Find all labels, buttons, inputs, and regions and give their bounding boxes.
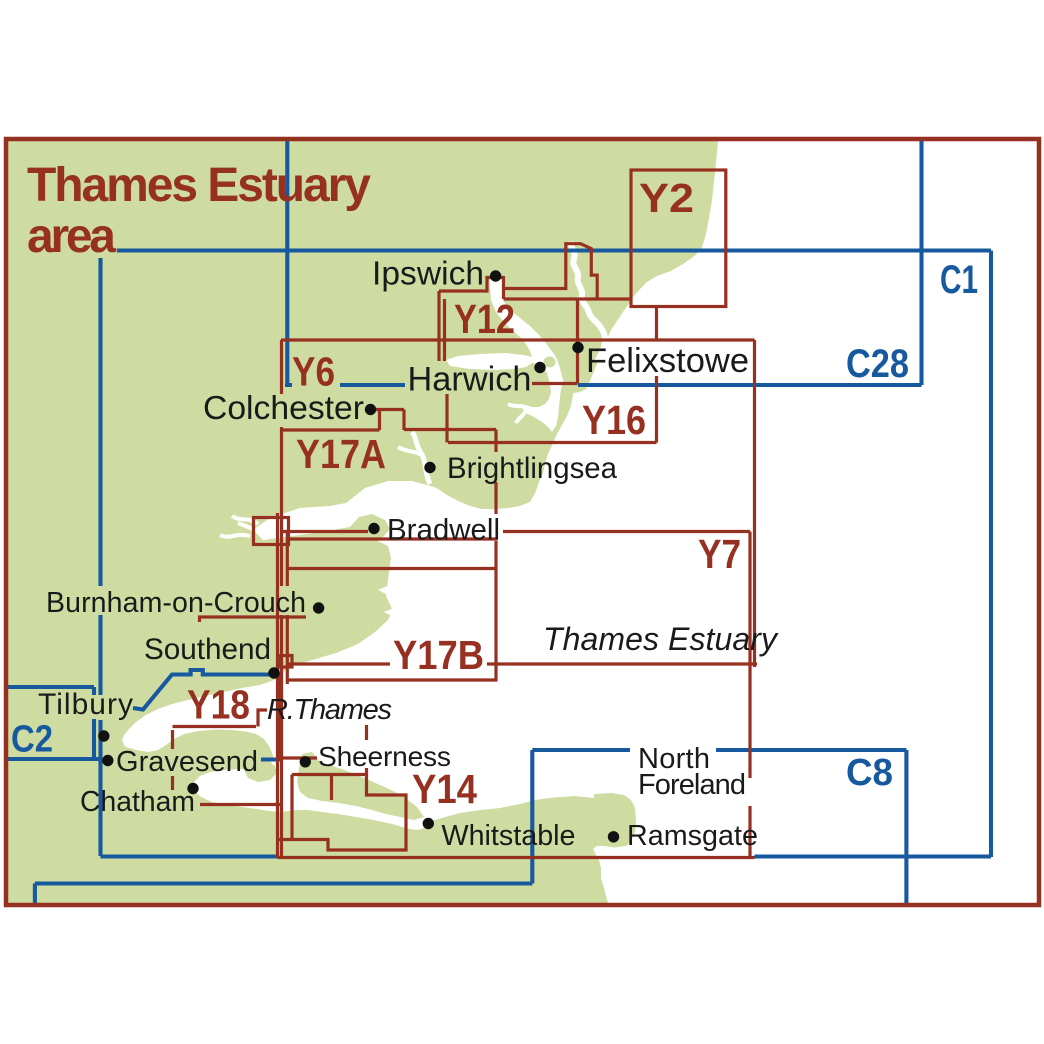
svg-text:Y7: Y7 xyxy=(698,531,741,577)
svg-text:Ramsgate: Ramsgate xyxy=(627,820,758,852)
svg-text:North: North xyxy=(638,743,710,775)
svg-text:Southend: Southend xyxy=(144,633,271,666)
svg-text:Y6: Y6 xyxy=(292,349,335,395)
svg-text:Y17B: Y17B xyxy=(393,632,484,678)
svg-text:Tilbury: Tilbury xyxy=(38,688,133,721)
svg-text:Bradwell: Bradwell xyxy=(387,514,500,547)
svg-text:Burnham-on-Crouch: Burnham-on-Crouch xyxy=(46,587,306,619)
svg-text:Ipswich: Ipswich xyxy=(372,256,484,293)
svg-text:Y18: Y18 xyxy=(187,682,250,728)
svg-text:Foreland: Foreland xyxy=(638,769,746,801)
svg-text:Whitstable: Whitstable xyxy=(442,820,576,852)
svg-text:Sheerness: Sheerness xyxy=(318,740,451,772)
svg-text:Y14: Y14 xyxy=(412,766,477,812)
svg-text:Thames Estuary: Thames Estuary xyxy=(543,621,779,657)
svg-text:Felixstowe: Felixstowe xyxy=(586,342,749,380)
svg-text:Harwich: Harwich xyxy=(408,361,532,399)
svg-text:Brightlingsea: Brightlingsea xyxy=(447,452,618,485)
svg-text:R.Thames: R.Thames xyxy=(267,694,392,726)
svg-text:Y2: Y2 xyxy=(639,175,694,221)
svg-text:Chatham: Chatham xyxy=(80,785,195,817)
svg-text:C8: C8 xyxy=(846,752,893,794)
svg-text:C1: C1 xyxy=(940,258,978,302)
svg-text:Y12: Y12 xyxy=(454,296,515,342)
svg-text:C2: C2 xyxy=(11,719,53,761)
svg-text:Y16: Y16 xyxy=(582,397,646,443)
svg-text:Gravesend: Gravesend xyxy=(116,746,258,778)
svg-text:area: area xyxy=(27,210,116,263)
svg-text:Colchester: Colchester xyxy=(203,389,364,427)
svg-text:Y17A: Y17A xyxy=(296,431,386,477)
svg-text:Thames Estuary: Thames Estuary xyxy=(27,159,371,212)
svg-text:C28: C28 xyxy=(846,342,909,386)
